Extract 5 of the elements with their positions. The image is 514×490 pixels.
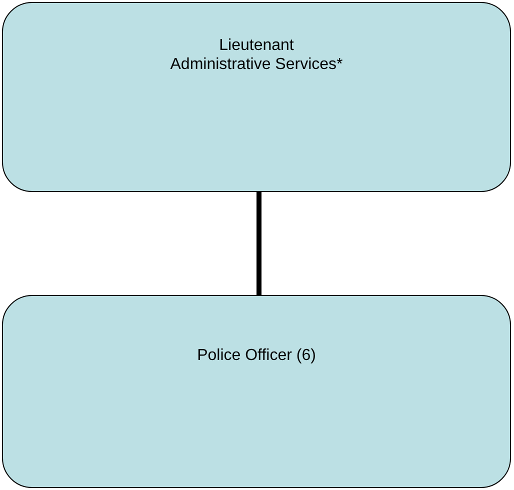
job-title: Lieutenant Administrative Services* — [169, 36, 344, 74]
connector-line — [256, 192, 262, 295]
title-box — [2, 295, 511, 488]
title-box — [2, 2, 511, 192]
job-title: Police Officer (6) — [196, 346, 317, 365]
